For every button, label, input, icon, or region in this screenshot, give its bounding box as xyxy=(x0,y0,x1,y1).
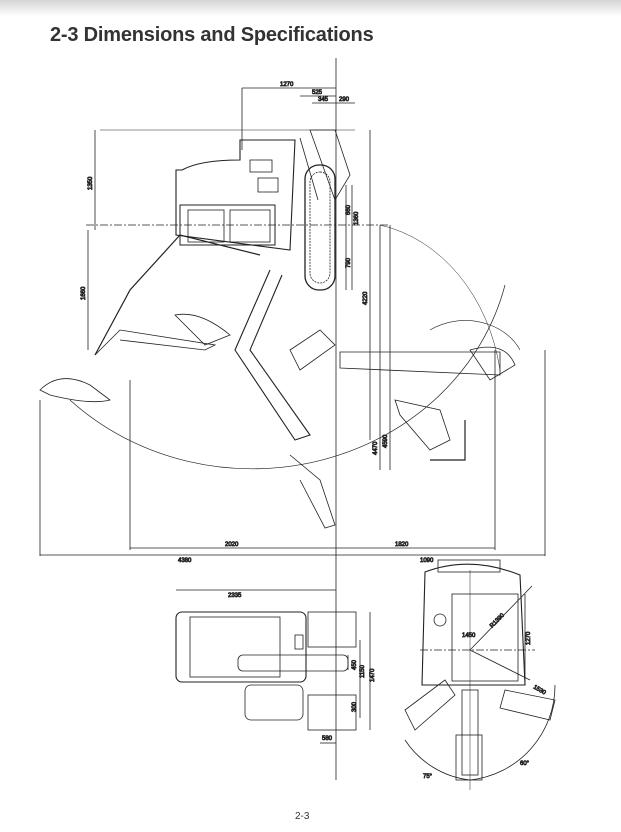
svg-text:790: 790 xyxy=(346,257,352,268)
svg-text:1270: 1270 xyxy=(280,82,294,88)
plan-view xyxy=(175,589,371,744)
svg-text:1470: 1470 xyxy=(370,668,376,682)
svg-text:290: 290 xyxy=(339,97,350,103)
svg-text:1350: 1350 xyxy=(88,176,94,190)
svg-text:2335: 2335 xyxy=(228,593,242,599)
svg-text:1660: 1660 xyxy=(81,286,87,300)
plan-view-dimension-labels: 2335 450 1150 1470 300 580 xyxy=(228,593,377,743)
side-view-dimension-labels: 1270 525 345 290 1350 1660 660 1360 790 … xyxy=(81,82,435,565)
svg-text:4470: 4470 xyxy=(373,441,379,455)
swing-view-dimension-labels: R1390 1450 1270 1530 75° 60° xyxy=(423,612,548,781)
svg-text:1360: 1360 xyxy=(354,211,360,225)
svg-text:4590: 4590 xyxy=(383,434,389,448)
svg-text:345: 345 xyxy=(318,97,329,103)
page-title: 2-3 Dimensions and Specifications xyxy=(50,24,374,46)
svg-text:1820: 1820 xyxy=(395,542,409,548)
svg-text:660: 660 xyxy=(346,204,352,215)
svg-text:2020: 2020 xyxy=(225,542,239,548)
svg-text:75°: 75° xyxy=(423,774,433,780)
svg-text:1150: 1150 xyxy=(360,664,366,678)
svg-text:1530: 1530 xyxy=(532,685,547,697)
side-view xyxy=(39,87,546,556)
svg-text:580: 580 xyxy=(322,736,333,742)
page-number: 2-3 xyxy=(295,811,310,822)
svg-text:4220: 4220 xyxy=(363,291,369,305)
svg-text:450: 450 xyxy=(352,659,358,670)
svg-text:60°: 60° xyxy=(520,761,530,767)
svg-text:4380: 4380 xyxy=(178,558,192,564)
center-lines xyxy=(86,58,390,780)
svg-text:300: 300 xyxy=(352,701,358,712)
svg-text:1090: 1090 xyxy=(420,558,434,564)
swing-view xyxy=(404,559,556,790)
svg-text:1450: 1450 xyxy=(462,633,476,639)
svg-text:525: 525 xyxy=(312,90,323,96)
svg-text:1270: 1270 xyxy=(526,631,532,645)
top-edge-shadow xyxy=(0,0,621,16)
